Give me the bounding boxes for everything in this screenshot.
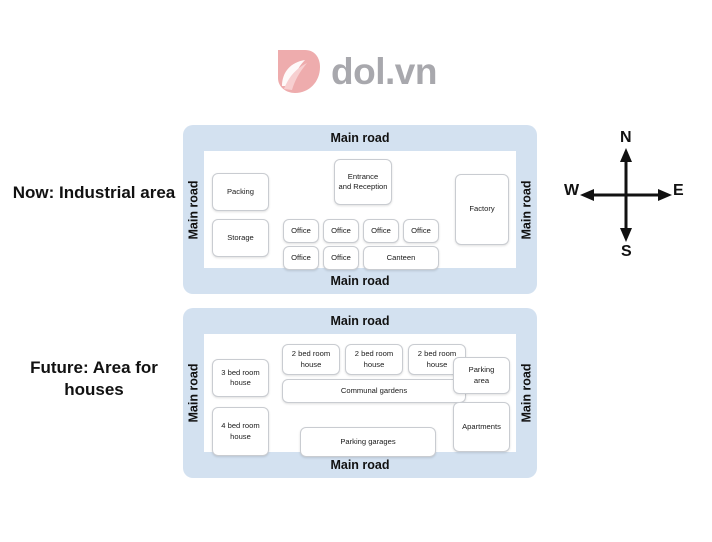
road-top: Main road xyxy=(330,314,390,328)
diagram-future: Main road Main road 3 bed room house 4 be… xyxy=(183,308,537,478)
compass-label-south: S xyxy=(621,243,632,260)
building-box: Office xyxy=(403,219,439,243)
road-right: Main road xyxy=(516,334,537,452)
plot-area-future: 3 bed room house 4 bed room house 2 bed ro… xyxy=(204,334,516,457)
brand-logo-text: dol.vn xyxy=(331,50,437,92)
dol-leaf-logo-icon xyxy=(278,50,321,93)
building-box: 4 bed room house xyxy=(212,407,269,456)
road-bottom: Main road xyxy=(330,458,390,472)
road-bottom: Main road xyxy=(330,274,390,288)
building-box: Factory xyxy=(455,174,509,245)
compass-label-west: W xyxy=(564,182,580,199)
building-box: Entrance and Reception xyxy=(334,159,392,205)
building-box: 2 bed room house xyxy=(282,344,340,375)
compass-rose: N S W E xyxy=(556,126,696,264)
building-box: Office xyxy=(283,219,319,243)
building-box: Packing xyxy=(212,173,269,211)
road-top: Main road xyxy=(330,131,390,145)
road-right-label: Main road xyxy=(519,363,534,423)
compass-label-east: E xyxy=(673,182,684,199)
road-left: Main road xyxy=(183,334,204,452)
diagram-future-middle: Main road 3 bed room house 4 bed room hou… xyxy=(183,334,537,457)
road-right: Main road xyxy=(516,151,537,268)
building-box: Office xyxy=(363,219,399,243)
building-box: Office xyxy=(283,246,319,270)
building-box: 2 bed room house xyxy=(345,344,403,375)
building-box: Office xyxy=(323,219,359,243)
building-box: Parking area xyxy=(453,357,510,394)
building-box: 3 bed room house xyxy=(212,359,269,397)
building-box: Communal gardens xyxy=(282,379,466,403)
road-right-label: Main road xyxy=(519,179,534,240)
road-left-label: Main road xyxy=(186,363,201,423)
building-box: Canteen xyxy=(363,246,439,270)
road-left-label: Main road xyxy=(186,179,201,240)
building-box: Storage xyxy=(212,219,269,257)
caption-now: Now: Industrial area xyxy=(12,183,176,202)
building-box: Apartments xyxy=(453,402,510,452)
building-box: Parking garages xyxy=(300,427,436,457)
compass-label-north: N xyxy=(620,129,632,146)
caption-future: Future: Area for houses xyxy=(30,358,158,399)
building-box: Office xyxy=(323,246,359,270)
compass-cross-icon xyxy=(580,148,672,242)
brand-logo: dol.vn xyxy=(0,46,712,96)
road-left: Main road xyxy=(183,151,204,268)
